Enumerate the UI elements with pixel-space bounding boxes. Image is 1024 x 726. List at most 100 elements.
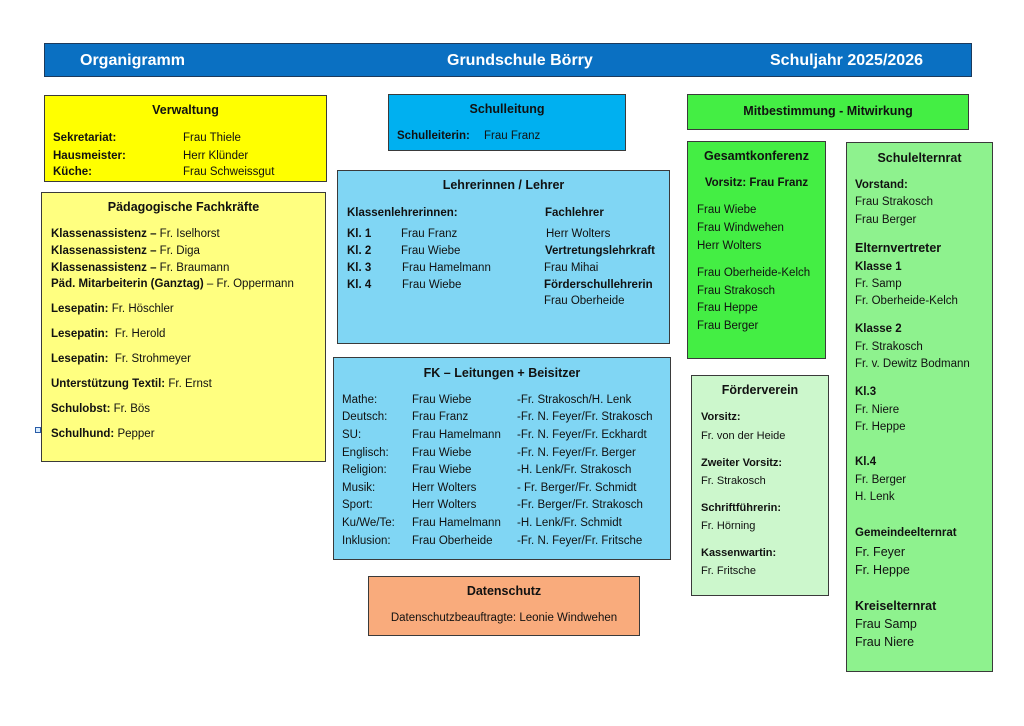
datenschutz-text: Datenschutzbeauftragte: Leonie Windwehen	[390, 612, 618, 624]
paedagogische-row: Schulobst: Fr. Bös	[51, 403, 151, 415]
verwaltung-box: Verwaltung Sekretariat: Frau Thiele Haus…	[44, 95, 327, 182]
header-bar: Organigramm Grundschule Börry Schuljahr …	[44, 43, 972, 77]
paedagogische-row: Unterstützung Textil: Fr. Ernst	[51, 378, 212, 390]
kreiselternrat-member: Frau Niere	[855, 635, 915, 649]
kreiselternrat-member: Frau Samp	[855, 617, 917, 631]
klasse-teacher: Frau Franz	[401, 228, 458, 240]
paedagogische-row: Schulhund: Pepper	[51, 428, 155, 440]
paedagogische-row: Klassenassistenz – Fr. Iselhorst	[51, 228, 220, 240]
paedagogische-row: Klassenassistenz – Fr. Diga	[51, 245, 200, 257]
fk-members: -Fr. N. Feyer/Fr. Berger	[517, 447, 636, 459]
paedagogische-row: Lesepatin: Fr. Strohmeyer	[51, 353, 191, 365]
klasse-member: Fr. Niere	[855, 404, 900, 416]
fk-lead: Frau Hamelmann	[412, 429, 501, 441]
paedagogische-row: Lesepatin: Fr. Höschler	[51, 303, 174, 315]
foerderverein-label: Zweiter Vorsitz:	[701, 457, 783, 469]
klasse-member: Fr. Oberheide-Kelch	[855, 295, 958, 307]
klasse-member: Fr. v. Dewitz Bodmann	[855, 358, 970, 370]
klasse-label: Kl. 3	[347, 262, 372, 274]
fk-members: -Fr. Strakosch/H. Lenk	[517, 394, 632, 406]
klasse-member: Fr. Samp	[855, 278, 902, 290]
fk-lead: Herr Wolters	[412, 499, 477, 511]
schulleitung-box: Schulleitung Schulleiterin: Frau Franz	[388, 94, 626, 151]
fk-members: -Fr. Berger/Fr. Strakosch	[517, 499, 643, 511]
mitbestimmung-title: Mitbestimmung - Mitwirkung	[743, 104, 913, 118]
mitbestimmung-box: Mitbestimmung - Mitwirkung	[687, 94, 969, 130]
klasse-label: Kl. 1	[347, 228, 372, 240]
datenschutz-box: Datenschutz Datenschutzbeauftragte: Leon…	[368, 576, 640, 636]
gesamtkonferenz-member: Frau Wiebe	[697, 204, 757, 216]
foerderverein-label: Schriftführerin:	[701, 502, 782, 514]
fk-members: -Fr. N. Feyer/Fr. Fritsche	[517, 535, 643, 547]
lehrer-box: Lehrerinnen / Lehrer Klassenlehrerinnen:…	[337, 170, 670, 344]
foerderverein-value: Fr. Hörning	[701, 520, 756, 532]
schulelternrat-title: Schulelternrat	[877, 151, 962, 165]
klasse-teacher: Frau Hamelmann	[402, 262, 491, 274]
klasse-member: Fr. Berger	[855, 474, 907, 486]
gemeindeelternrat-member: Fr. Heppe	[855, 563, 910, 577]
header-school-name: Grundschule Börry	[447, 52, 593, 69]
gesamtkonferenz-member: Frau Heppe	[697, 302, 758, 314]
verwaltung-title: Verwaltung	[152, 103, 219, 117]
foerderschullehrerin-heading: Förderschullehrerin	[544, 279, 653, 291]
verwaltung-label: Hausmeister:	[53, 150, 126, 162]
header-left-title: Organigramm	[80, 52, 185, 69]
header-school-year: Schuljahr 2025/2026	[770, 52, 923, 69]
klasse-label: Kl. 2	[347, 245, 372, 257]
selection-handle[interactable]	[35, 427, 41, 433]
foerderverein-box: Förderverein Vorsitz: Fr. von der Heide …	[691, 375, 829, 596]
fk-members: -Fr. N. Feyer/Fr. Eckhardt	[517, 429, 647, 441]
foerderverein-title: Förderverein	[721, 383, 799, 397]
elternvertreter-label: Elternvertreter	[855, 241, 942, 255]
vertretung-value: Frau Mihai	[544, 262, 599, 274]
klasse-label: Klasse 1	[855, 261, 902, 273]
vorstand-label: Vorstand:	[855, 179, 908, 191]
verwaltung-label: Sekretariat:	[53, 132, 117, 144]
gesamtkonferenz-box: Gesamtkonferenz Vorsitz: Frau Franz Frau…	[687, 141, 826, 359]
foerderverein-label: Kassenwartin:	[701, 547, 777, 559]
paedagogische-row: Klassenassistenz – Fr. Braumann	[51, 262, 230, 274]
lehrer-title: Lehrerinnen / Lehrer	[442, 178, 565, 192]
gesamtkonferenz-member: Herr Wolters	[697, 240, 762, 252]
klasse-member: Fr. Heppe	[855, 421, 906, 433]
foerderverein-value: Fr. von der Heide	[701, 430, 786, 442]
fk-members: - Fr. Berger/Fr. Schmidt	[517, 482, 637, 494]
gesamtkonferenz-vorsitz: Vorsitz: Frau Franz	[704, 177, 809, 189]
fk-subject: SU:	[342, 429, 362, 441]
fk-subject: Englisch:	[342, 447, 389, 459]
paedagogische-fachkraefte-box: Pädagogische Fachkräfte Klassenassistenz…	[41, 192, 326, 462]
fk-subject: Inklusion:	[342, 535, 391, 547]
paedagogische-title: Pädagogische Fachkräfte	[107, 200, 260, 214]
klassenlehrer-heading: Klassenlehrerinnen:	[347, 207, 458, 219]
schulleitung-label: Schulleiterin:	[397, 130, 470, 142]
fk-subject: Ku/We/Te:	[342, 517, 395, 529]
foerderverein-value: Fr. Strakosch	[701, 475, 766, 487]
vorstand-member: Frau Strakosch	[855, 196, 933, 208]
fk-lead: Herr Wolters	[412, 482, 477, 494]
gesamtkonferenz-title: Gesamtkonferenz	[704, 149, 809, 163]
gemeindeelternrat-label: Gemeindeelternrat	[855, 527, 957, 539]
fk-subject: Sport:	[342, 499, 373, 511]
fk-lead: Frau Franz	[412, 411, 469, 423]
paedagogische-row: Lesepatin: Fr. Herold	[51, 328, 166, 340]
fk-subject: Mathe:	[342, 394, 378, 406]
vorstand-member: Frau Berger	[855, 214, 917, 226]
fachlehrer-heading: Fachlehrer	[545, 207, 604, 219]
foerderschullehrerin-value: Frau Oberheide	[544, 295, 625, 307]
gesamtkonferenz-member: Frau Windwehen	[697, 222, 784, 234]
gemeindeelternrat-member: Fr. Feyer	[855, 545, 906, 559]
foerderverein-label: Vorsitz:	[701, 411, 741, 423]
klasse-member: Fr. Strakosch	[855, 341, 923, 353]
fk-lead: Frau Wiebe	[412, 464, 472, 476]
gesamtkonferenz-member: Frau Berger	[697, 320, 759, 332]
klasse-teacher: Frau Wiebe	[402, 279, 462, 291]
klasse-label: Kl. 4	[347, 279, 372, 291]
paedagogische-row: Päd. Mitarbeiterin (Ganztag) – Fr. Opper…	[51, 278, 294, 290]
gesamtkonferenz-member: Frau Oberheide-Kelch	[697, 267, 811, 279]
schulleitung-title: Schulleitung	[469, 102, 545, 116]
datenschutz-title: Datenschutz	[466, 584, 542, 598]
fk-leitungen-box: FK – Leitungen + Beisitzer Mathe:Frau Wi…	[333, 357, 671, 560]
klasse-label: Kl.3	[855, 386, 877, 398]
fk-lead: Frau Oberheide	[412, 535, 493, 547]
fk-members: -H. Lenk/Fr. Strakosch	[517, 464, 632, 476]
